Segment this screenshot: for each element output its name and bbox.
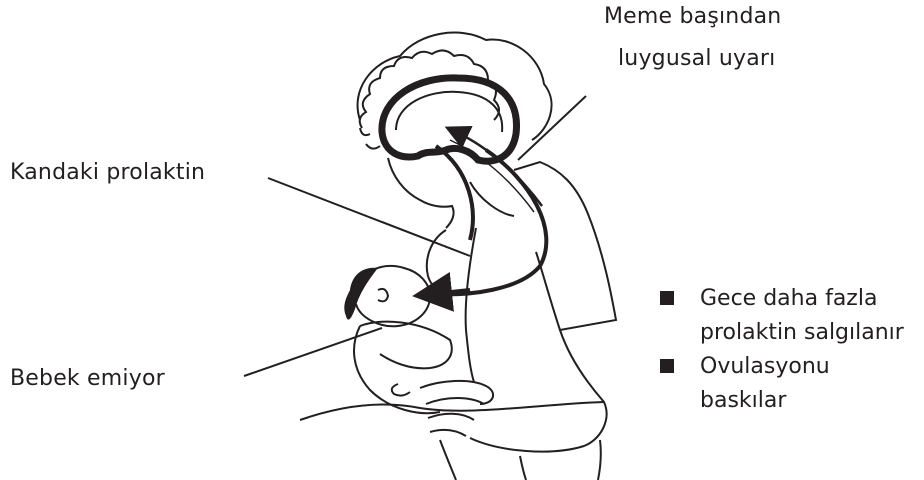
- effect-item-ovulation: Ovulasyonu baskılar: [660, 350, 924, 418]
- label-nipple-stimulus-line1: Meme başından: [604, 2, 781, 32]
- effect-line1: Gece daha fazla: [700, 282, 924, 316]
- baby-ear: [378, 289, 388, 301]
- effects-list: Gece daha fazla prolaktin salgılanır Ovu…: [660, 282, 924, 418]
- mother-body: [514, 162, 616, 330]
- label-baby-suckling: Bebek emiyor: [10, 364, 165, 394]
- mother-arm: [470, 330, 607, 452]
- effect-line2: baskılar: [700, 384, 924, 418]
- label-blood-prolactin: Kandaki prolaktin: [10, 158, 205, 188]
- leader-baby-suckling: [244, 328, 382, 376]
- mother-hair: [358, 33, 552, 149]
- prolactin-pathway: [432, 146, 546, 294]
- mother-torso: [466, 228, 476, 382]
- breast: [427, 230, 460, 293]
- brain-outline: [382, 78, 517, 161]
- baby-hand: [392, 384, 410, 396]
- square-bullet-icon: [660, 359, 674, 373]
- leader-blood-prolactin: [268, 178, 470, 256]
- effect-item-night-prolactin: Gece daha fazla prolaktin salgılanır: [660, 282, 924, 350]
- effect-line1: Ovulasyonu: [700, 350, 924, 384]
- mother-neck: [470, 182, 514, 216]
- mother-face: [388, 158, 454, 228]
- label-nipple-stimulus-line2: luygusal uyarı: [618, 44, 775, 74]
- effect-line2: prolaktin salgılanır: [700, 316, 924, 350]
- brain-inner: [396, 92, 502, 132]
- square-bullet-icon: [660, 291, 674, 305]
